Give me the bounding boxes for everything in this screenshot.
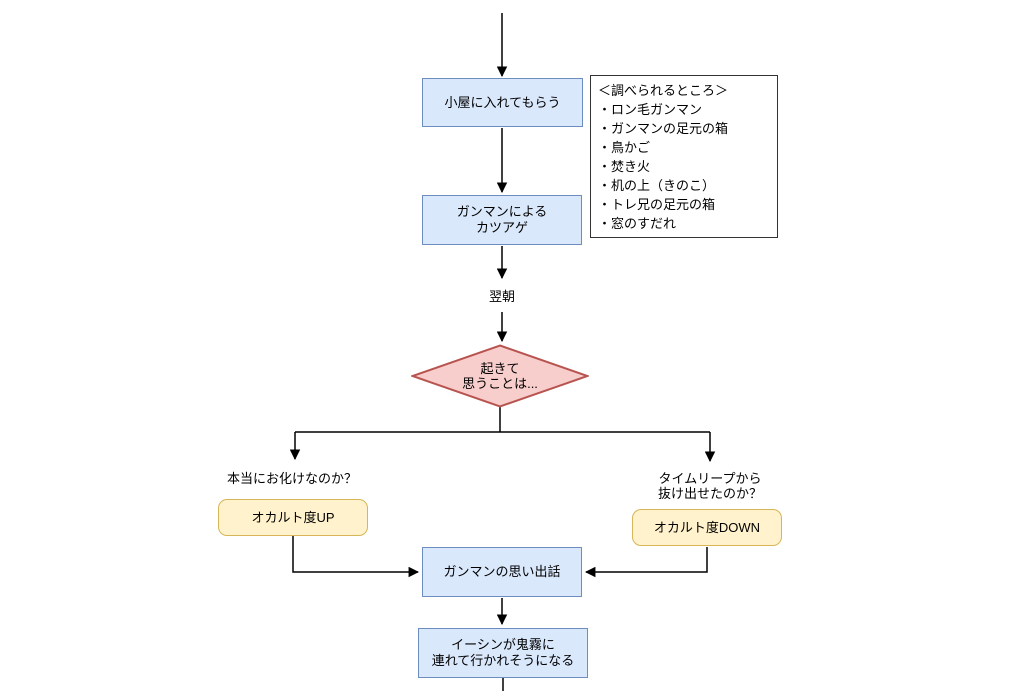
question-left-label: 本当にお化けなのか？ <box>226 471 357 486</box>
decision-diamond-shape <box>411 344 589 408</box>
node-occult-down: オカルト度DOWN <box>632 509 782 546</box>
question-right-line1: タイムリープから <box>658 471 762 486</box>
node-occult-up-label: オカルト度UP <box>251 509 335 525</box>
node-taken-away: イーシンが鬼霧に 連れて行かれそうになる <box>418 628 588 678</box>
edge-label-next-morning: 翌朝 <box>488 289 515 304</box>
node-taken-away-line1: イーシンが鬼霧に <box>451 637 555 652</box>
node-katsuage-line1: ガンマンによる <box>456 204 548 219</box>
decision-line2: 思うことは... <box>462 376 538 391</box>
question-right-line2: 抜け出せたのか？ <box>657 486 762 501</box>
note-item: ・トレ兄の足元の箱 <box>598 197 716 212</box>
note-item: ・ガンマンの足元の箱 <box>598 121 729 136</box>
decision-diamond: 起きて 思うことは... <box>411 344 589 408</box>
connector-occult-up-to-memories <box>292 536 420 578</box>
note-title: ＜調べられるところ＞ <box>598 83 729 98</box>
node-katsuage-line2: カツアゲ <box>475 220 528 235</box>
decision-line1: 起きて <box>480 361 520 376</box>
note-item: ・机の上（きのこ） <box>598 178 716 193</box>
note-item: ・鳥かご <box>598 140 651 155</box>
node-taken-away-line2: 連れて行かれそうになる <box>431 653 575 668</box>
note-box: ＜調べられるところ＞ ・ロン毛ガンマン ・ガンマンの足元の箱 ・鳥かご ・焚き火… <box>590 75 778 238</box>
node-occult-down-label: オカルト度DOWN <box>653 519 761 535</box>
node-enter-hut: 小屋に入れてもらう <box>422 78 583 127</box>
node-memories-label: ガンマンの思い出話 <box>443 564 561 579</box>
node-occult-up: オカルト度UP <box>218 499 368 536</box>
note-item: ・窓のすだれ <box>598 216 677 231</box>
node-katsuage: ガンマンによる カツアゲ <box>422 195 582 245</box>
question-right-label: タイムリープから 抜け出せたのか？ <box>610 471 810 501</box>
node-memories: ガンマンの思い出話 <box>422 547 582 597</box>
connector-occult-down-to-memories <box>584 547 708 578</box>
note-item: ・焚き火 <box>598 159 651 174</box>
note-item: ・ロン毛ガンマン <box>598 102 703 117</box>
node-enter-hut-label: 小屋に入れてもらう <box>444 94 561 110</box>
